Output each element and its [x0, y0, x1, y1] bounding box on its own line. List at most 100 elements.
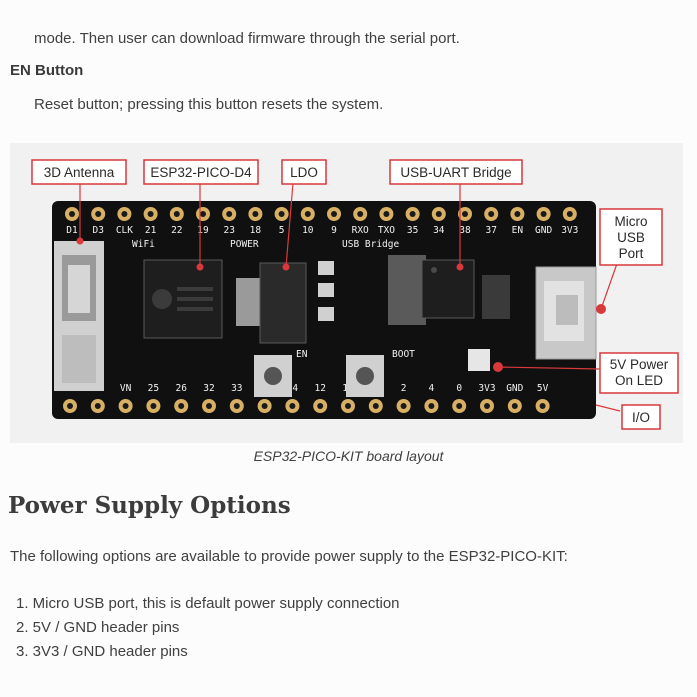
header-pad-hole [289, 403, 296, 409]
header-pad-hole [511, 403, 518, 409]
power-options-list: 1. Micro USB port, this is default power… [16, 594, 400, 666]
antenna-icon [54, 241, 104, 391]
callout-power-led-line-1: 5V Power [610, 357, 669, 372]
callout-pico-label: ESP32-PICO-D4 [150, 165, 252, 180]
callout-power-led-line-2: On LED [615, 373, 663, 388]
pin-label: D3 [92, 225, 103, 236]
header-pad-hole [331, 211, 337, 217]
silk-power: POWER [230, 239, 259, 250]
callout-power-led: 5V Power On LED [599, 352, 679, 394]
header-pad-hole [357, 211, 364, 217]
esp32-pico-chip [143, 259, 223, 339]
header-pad-hole [122, 403, 129, 409]
pin-label: 14 [287, 383, 299, 394]
pin-label: 0 [456, 383, 462, 394]
callout-usb-uart: USB-UART Bridge [389, 159, 523, 185]
pin-label: 23 [223, 225, 234, 236]
pin-label: 34 [433, 225, 445, 236]
usb-uart-chip [388, 255, 510, 325]
list-item: 1. Micro USB port, this is default power… [16, 595, 400, 612]
header-pad-hole [69, 211, 75, 217]
micro-usb-connector [535, 266, 606, 360]
pin-label: TXO [378, 225, 395, 236]
callout-micro-usb-line-1: Micro [615, 214, 648, 229]
pin-label: 2 [401, 383, 407, 394]
callout-leaders [79, 182, 621, 412]
callout-pico: ESP32-PICO-D4 [143, 159, 259, 185]
figure-caption: ESP32-PICO-KIT board layout [253, 448, 444, 464]
callout-ldo: LDO [281, 159, 327, 185]
silk-en: EN [296, 349, 308, 360]
callout-antenna-label: 3D Antenna [44, 165, 115, 180]
header-pad-hole [462, 211, 468, 217]
silk-wifi: WiFi [132, 239, 155, 250]
power-heading: Power Supply Options [8, 492, 291, 519]
header-pad-hole [121, 211, 128, 217]
pin-label: 5 [279, 225, 285, 236]
pin-label: RXO [352, 225, 369, 236]
header-pad-hole [304, 211, 311, 217]
pin-label: 35 [407, 225, 418, 236]
pin-label: 22 [171, 225, 182, 236]
header-pad-hole [261, 403, 268, 409]
pin-label: 37 [485, 225, 496, 236]
header-pad-hole [514, 211, 521, 217]
pin-label: 21 [145, 225, 157, 236]
silk-boot: BOOT [392, 349, 415, 360]
header-pad-hole [372, 403, 379, 409]
header-pad-hole [428, 403, 435, 409]
pin-label: 10 [302, 225, 314, 236]
header-pad-hole [317, 403, 324, 409]
pin-label: 25 [148, 383, 159, 394]
en-button-description: Reset button; pressing this button reset… [34, 96, 384, 113]
header-pad-hole [383, 211, 390, 217]
header-pad-hole [252, 211, 259, 217]
header-pad-hole [456, 403, 463, 409]
callout-micro-usb-line-3: Port [619, 246, 644, 261]
pin-label: 4 [429, 383, 435, 394]
header-pad-hole [400, 403, 407, 409]
header-pad-hole [488, 211, 495, 217]
header-pad-hole [95, 211, 102, 217]
header-pad-hole [67, 403, 73, 409]
pin-label: EN [512, 225, 524, 236]
ldo-regulator [236, 261, 334, 344]
pin-label: 19 [197, 225, 209, 236]
callout-micro-usb-line-2: USB [617, 230, 645, 245]
header-pad-hole [566, 211, 573, 217]
header-pad-hole [435, 211, 442, 217]
header-pad-hole [409, 211, 416, 217]
header-pad-hole [94, 403, 101, 409]
list-item: 3. 3V3 / GND header pins [16, 643, 188, 660]
pin-label: 33 [231, 383, 242, 394]
pin-label: 3V3 [561, 225, 578, 236]
header-pad-hole [200, 211, 206, 217]
header-pad-hole [540, 211, 547, 217]
pin-label: GND [506, 383, 523, 394]
header-pad-hole [173, 211, 180, 217]
pin-label: 5V [537, 383, 549, 394]
pin-label: D1 [66, 225, 78, 236]
bottom-header-pads [63, 399, 550, 413]
header-pad-hole [539, 403, 546, 409]
pin-label: GND [535, 225, 552, 236]
pin-label: 38 [459, 225, 471, 236]
list-item: 2. 5V / GND header pins [16, 619, 180, 636]
header-pad-hole [206, 403, 212, 409]
power-intro: The following options are available to p… [10, 548, 568, 565]
callout-usb-uart-label: USB-UART Bridge [400, 165, 511, 180]
callout-antenna: 3D Antenna [31, 159, 127, 185]
pin-label: 12 [314, 383, 325, 394]
intro-line: mode. Then user can download firmware th… [34, 30, 460, 47]
pin-label: 26 [175, 383, 187, 394]
pin-label: CLK [116, 225, 133, 236]
en-button-term: EN Button [10, 62, 84, 79]
header-pad-hole [150, 403, 157, 409]
pin-label: 3V3 [478, 383, 495, 394]
pin-label: VN [120, 383, 132, 394]
top-header-pads [65, 207, 577, 221]
header-pad-hole [147, 211, 154, 217]
header-pad-hole [226, 211, 233, 217]
